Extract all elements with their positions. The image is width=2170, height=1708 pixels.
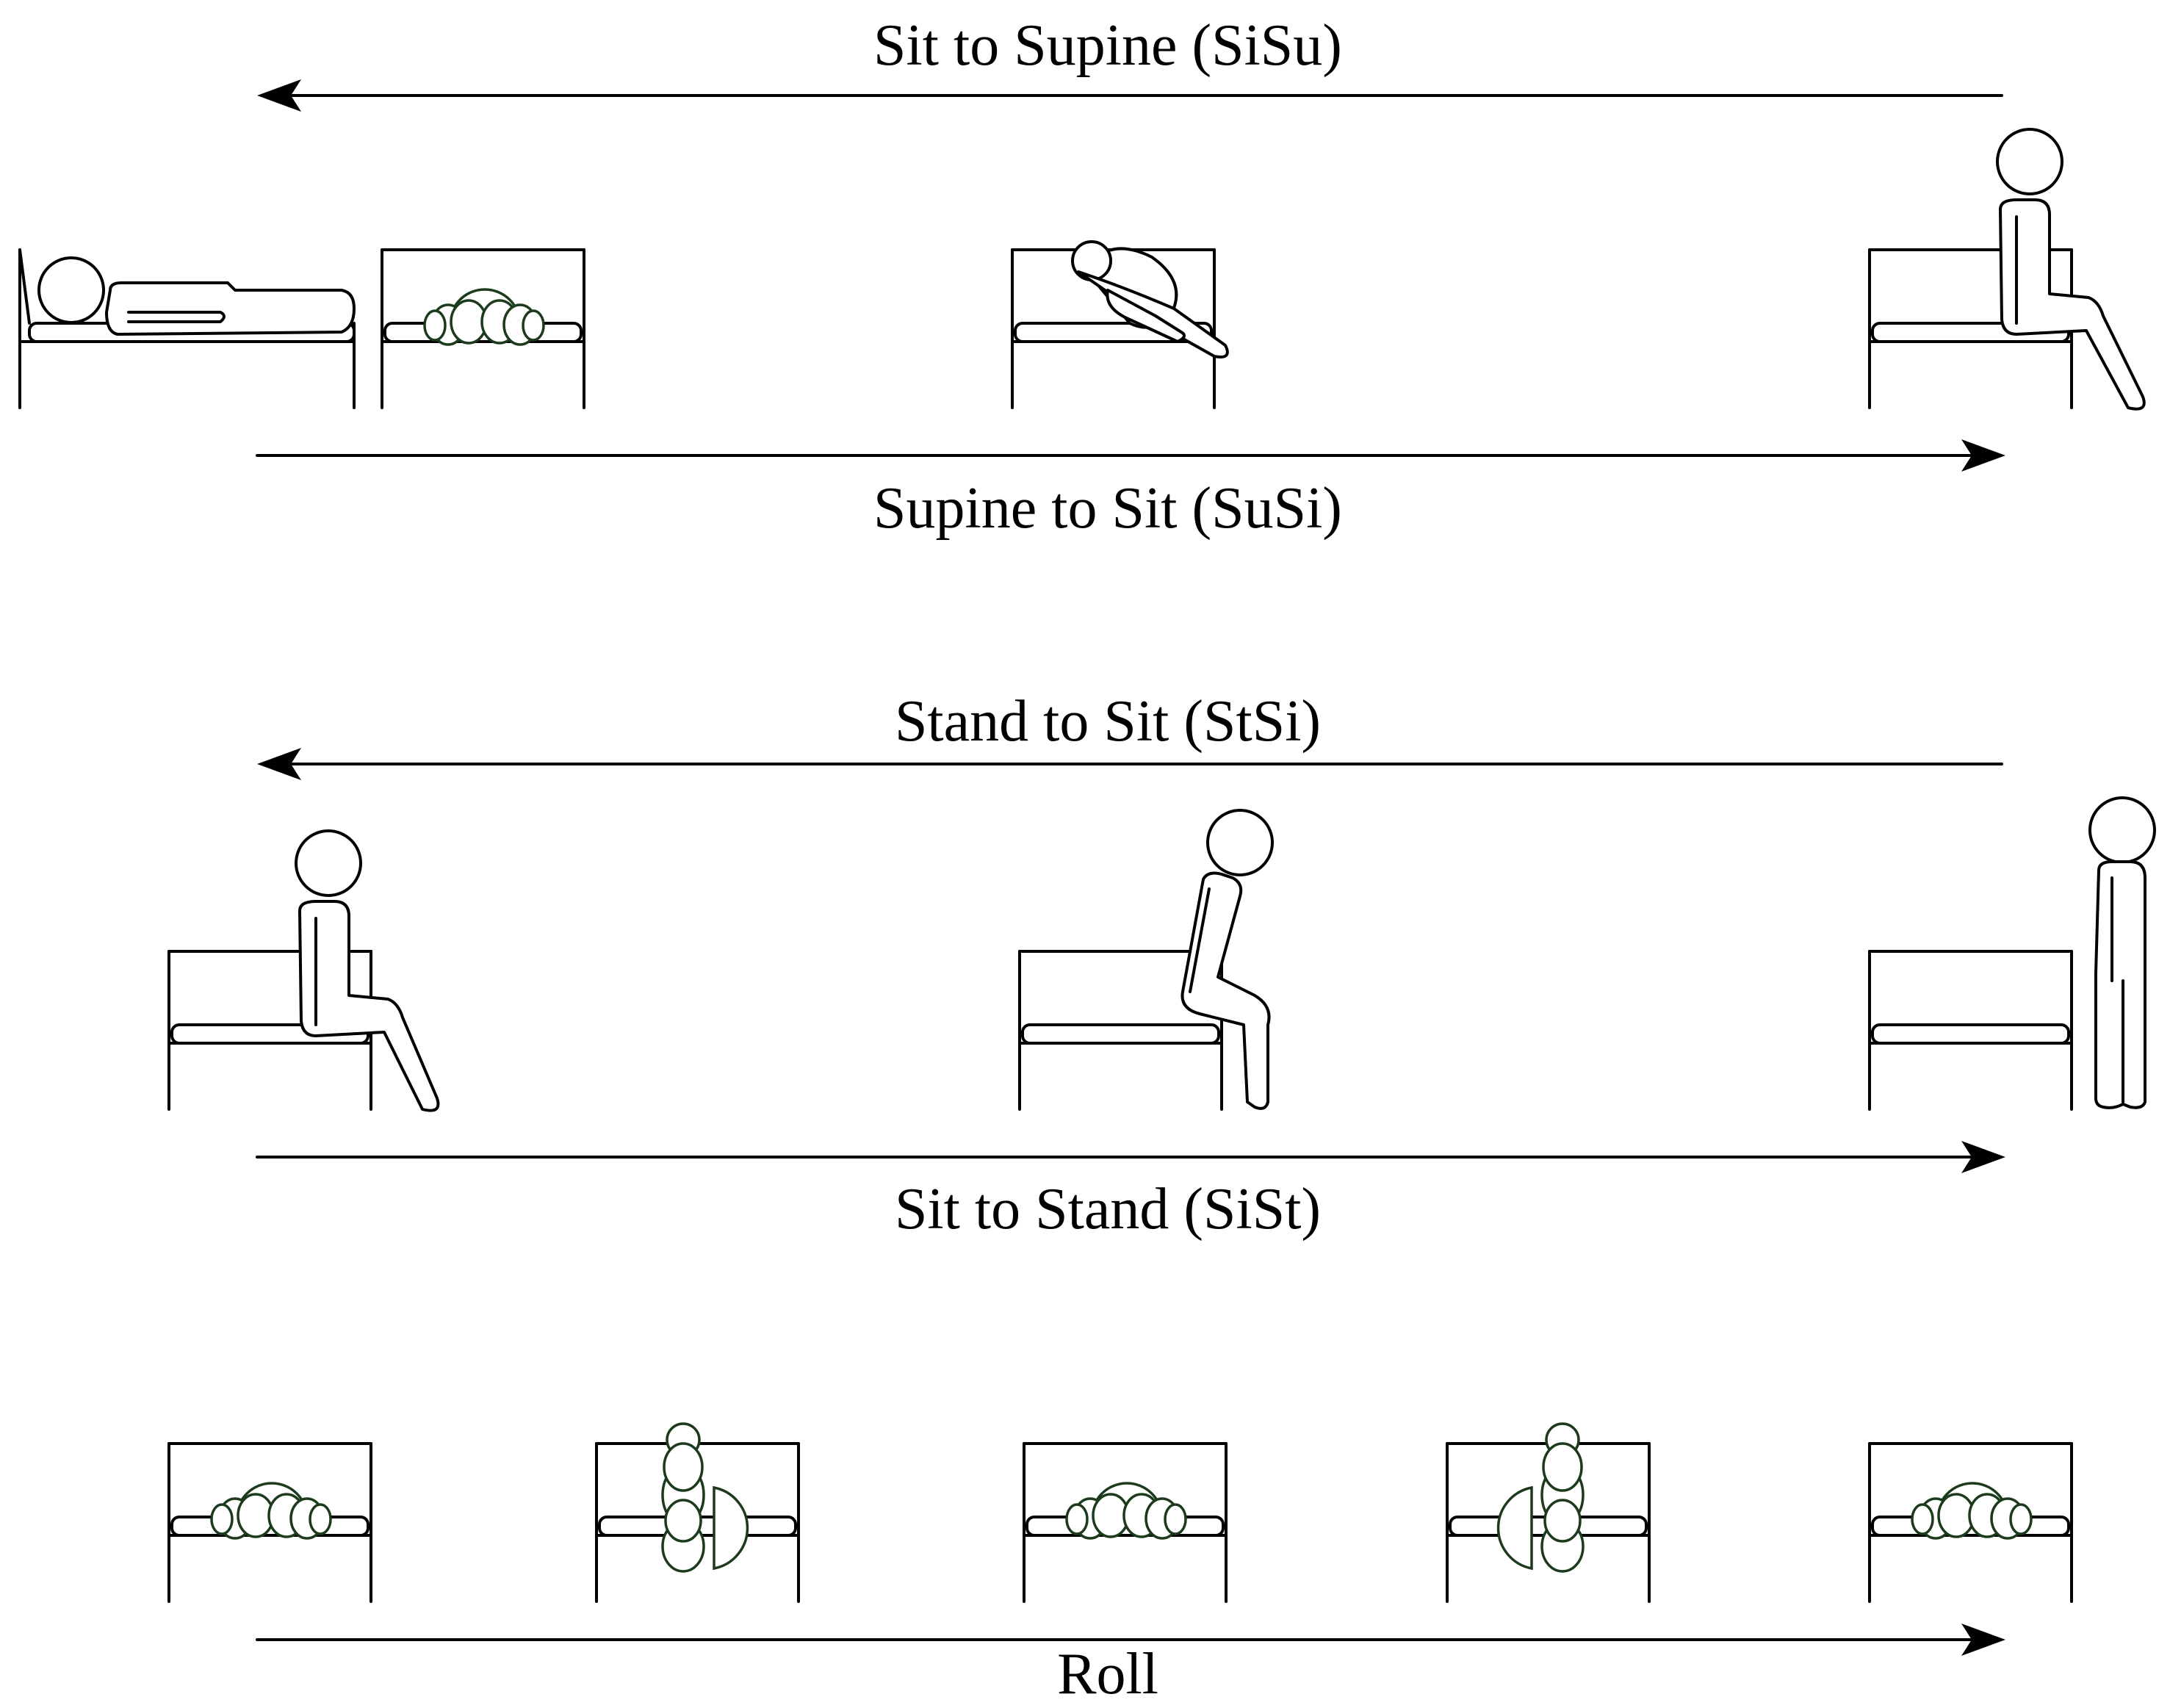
label-sit-to-stand: Sit to Stand (SiSt) [895,1177,1321,1242]
supine-person-side-view [18,248,356,409]
standing-person-right [1868,796,2156,1111]
arrow-supine-to-sit [256,439,2005,472]
roll-stage-5-supine [1868,1442,2073,1603]
sitting-person-right [1868,128,2146,411]
row-roll: Roll [167,1422,2073,1707]
arrow-sit-to-supine [257,79,2003,112]
arrow-stand-to-sit [257,748,2003,780]
arrow-roll [256,1624,2005,1656]
label-supine-to-sit: Supine to Sit (SuSi) [873,476,1342,541]
label-roll: Roll [1057,1642,1158,1707]
arrow-sit-to-stand [256,1141,2005,1173]
roll-stage-2-side [595,1422,800,1603]
mid-transition-sisu-susi [1011,240,1229,409]
label-sit-to-supine: Sit to Supine (SiSu) [873,13,1342,78]
roll-stage-1-supine [167,1442,372,1603]
roll-stage-4-side [1446,1422,1651,1603]
leaning-forward-person [1018,809,1274,1111]
roll-stage-3-supine [1023,1442,1228,1603]
sitting-person-left [167,829,440,1112]
row-sit-supine: Sit to Supine (SiSu) [18,13,2146,541]
label-stand-to-sit: Stand to Sit (StSi) [895,689,1321,754]
row-stand-sit: Stand to Sit (StSi) [167,689,2156,1242]
bed-end-supine-top [381,248,585,409]
